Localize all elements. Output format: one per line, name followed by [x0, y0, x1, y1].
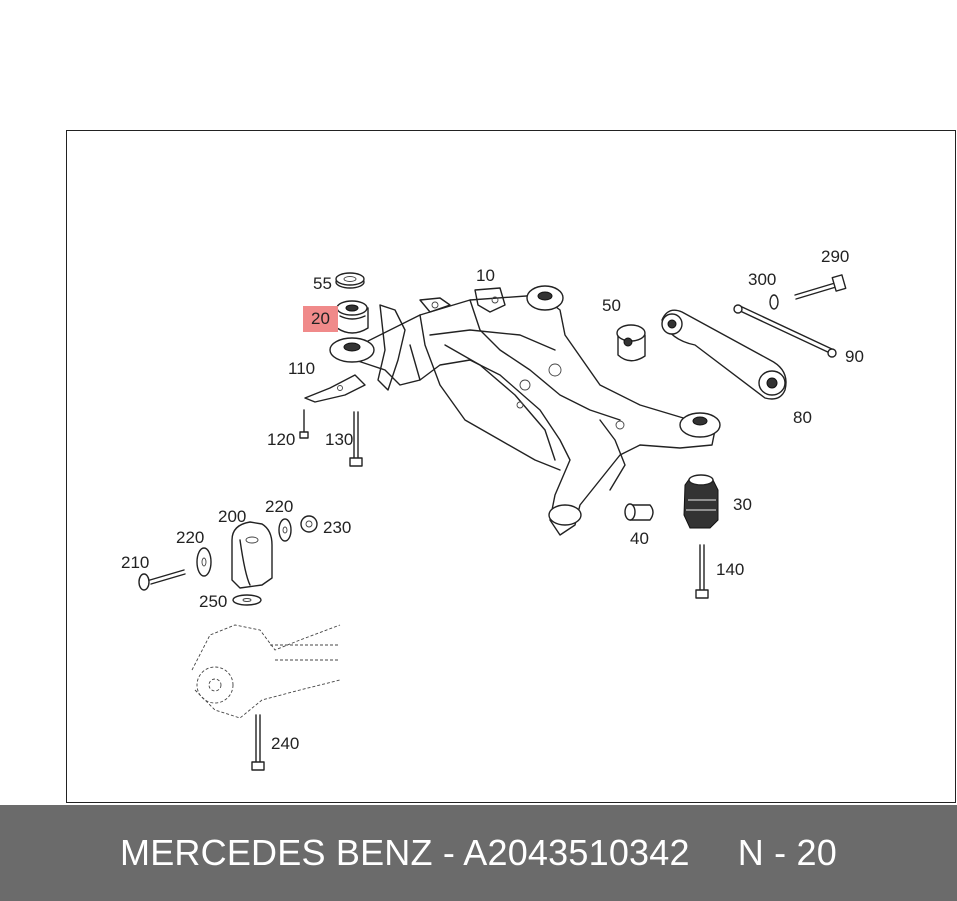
callout-230: 230	[323, 518, 352, 537]
nut-230	[300, 515, 318, 533]
callout-90: 90	[845, 347, 864, 366]
bushing-20	[336, 300, 369, 334]
callout-120: 120	[267, 430, 296, 449]
callout-55: 55	[313, 274, 332, 293]
washer-300	[769, 294, 779, 310]
diagram-position: N - 20	[737, 832, 837, 873]
bushing-50	[616, 324, 646, 362]
callout-20: 20	[303, 306, 338, 332]
callout-220-right: 220	[265, 497, 294, 516]
callout-30: 30	[733, 495, 752, 514]
callout-210: 210	[121, 553, 150, 572]
bolt-210	[138, 569, 186, 591]
callout-290: 290	[821, 247, 850, 266]
part-number-footer: MERCEDES BENZ - A2043510342 N - 20	[0, 805, 957, 901]
washer-220-left	[196, 547, 212, 577]
strut-rod-90	[733, 304, 837, 358]
bolt-240	[251, 714, 265, 771]
bolt-130	[349, 411, 363, 467]
bracket-110	[304, 374, 366, 403]
diagram-frame	[66, 130, 956, 803]
callout-50: 50	[602, 296, 621, 315]
brand-part-number: MERCEDES BENZ - A2043510342	[120, 832, 690, 873]
callout-140: 140	[716, 560, 745, 579]
rear-subframe	[329, 285, 721, 536]
callout-40: 40	[630, 529, 649, 548]
bushing-40	[624, 503, 654, 521]
bolt-140	[695, 544, 709, 599]
bolt-290	[794, 274, 847, 300]
callout-10: 10	[476, 266, 495, 285]
callout-220-left: 220	[176, 528, 205, 547]
callout-200: 200	[218, 507, 247, 526]
control-arm-80	[661, 309, 787, 400]
mount-30	[683, 474, 719, 529]
bolt-120	[299, 409, 309, 439]
differential-housing	[191, 624, 341, 719]
callout-300: 300	[748, 270, 777, 289]
washer-55	[335, 272, 365, 289]
mount-200	[231, 521, 273, 589]
callout-240: 240	[271, 734, 300, 753]
callout-130: 130	[325, 430, 354, 449]
callout-250: 250	[199, 592, 228, 611]
washer-220-right	[278, 518, 292, 542]
callout-110: 110	[288, 359, 316, 378]
callout-80: 80	[793, 408, 812, 427]
washer-250	[232, 594, 262, 606]
